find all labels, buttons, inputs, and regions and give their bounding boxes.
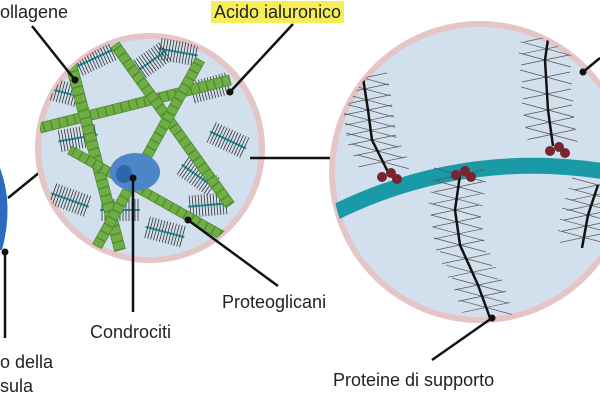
proteoglycan-cluster	[206, 122, 250, 158]
label-proteine-supporto: Proteine di supporto	[333, 370, 495, 390]
label-capsula-line1: o della	[0, 352, 54, 372]
hyaluronic-acid-strand	[332, 157, 600, 228]
core-protein	[518, 24, 578, 147]
leader-big-right-dot	[579, 68, 587, 76]
link-protein	[451, 166, 476, 182]
label-proteoglicani: Proteoglicani	[222, 292, 327, 312]
label-collagene: ollagene	[0, 2, 69, 22]
chondrocyte-nucleus	[116, 165, 132, 183]
link-protein	[377, 168, 402, 184]
leader-acido-ialuronico-dot	[226, 88, 234, 96]
label-capsula-line2: sula	[0, 376, 34, 396]
link-protein	[545, 142, 570, 158]
capsule-shape	[0, 168, 8, 250]
capsule-to-circle-line	[7, 171, 41, 199]
leader-collagene-dot	[71, 76, 79, 84]
core-protein	[428, 167, 513, 319]
matrix-small-circle	[35, 33, 265, 263]
leader-proteine-supporto-line	[431, 316, 493, 362]
leader-condrociti-dot	[129, 174, 137, 182]
proteoglycan-cluster	[144, 216, 186, 248]
leader-acido-ialuronico-line	[229, 23, 294, 93]
leader-proteoglicani-dot	[184, 216, 192, 224]
leader-proteoglicani-line	[187, 218, 279, 288]
leader-big-right-line	[582, 57, 600, 73]
label-acido-ialuronico: Acido ialuronico	[211, 1, 345, 23]
matrix-large-circle	[329, 21, 600, 323]
label-condrociti: Condrociti	[90, 322, 172, 342]
leader-collagene-line	[31, 25, 76, 81]
leader-proteine-supporto-dot	[488, 314, 496, 322]
